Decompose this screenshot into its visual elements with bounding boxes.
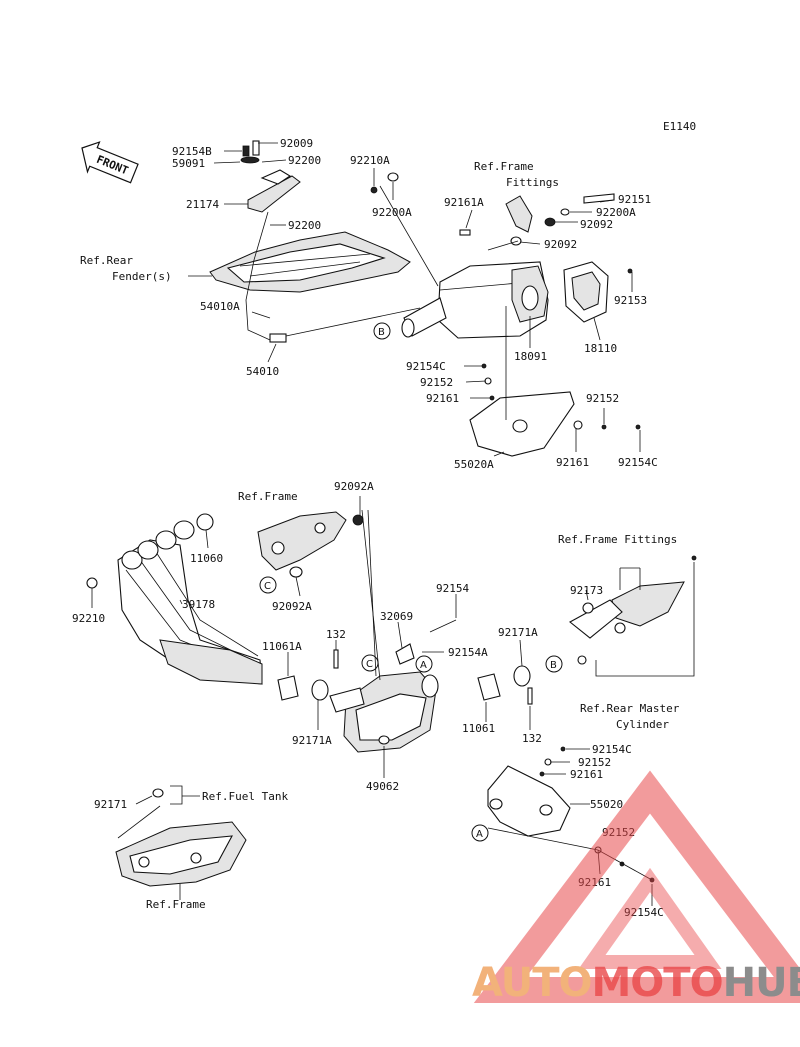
label-92210: 92210 xyxy=(72,612,105,625)
label-92092: 92092 xyxy=(544,238,577,251)
label-92092: 92092 xyxy=(580,218,613,231)
diagram-id: E1140 xyxy=(663,120,696,133)
callout-b-top: B xyxy=(373,322,391,340)
label-92154: 92154 xyxy=(436,582,469,595)
fuel-tank-bracket xyxy=(115,785,247,887)
exhaust-header-pipes xyxy=(86,513,263,685)
label-11060: 11060 xyxy=(190,552,223,565)
label-49062: 49062 xyxy=(366,780,399,793)
label-92161: 92161 xyxy=(570,768,603,781)
front-arrow-icon: FRONT xyxy=(81,141,139,184)
label-ref-fuel-tank: Ref.Fuel Tank xyxy=(202,790,288,803)
watermark-moto: MOTO xyxy=(592,960,723,1006)
watermark-logo: AUTOMOTOHUB xyxy=(472,770,800,1006)
watermark-hub: HUB xyxy=(723,960,800,1006)
label-ref-frame-fittings: Ref.Frame Fittings xyxy=(558,533,677,546)
label-92200: 92200 xyxy=(288,154,321,167)
callout-a-mid: A xyxy=(415,655,433,673)
label-ref-rear-fender: Fender(s) xyxy=(112,270,172,283)
svg-text:B: B xyxy=(378,327,385,338)
label-92154C: 92154C xyxy=(406,360,446,373)
svg-text:C: C xyxy=(264,581,271,592)
watermark-text: AUTOMOTOHUB xyxy=(472,960,800,1006)
label-11061: 11061 xyxy=(462,722,495,735)
label-92171A: 92171A xyxy=(498,626,538,639)
label-92200A: 92200A xyxy=(596,206,636,219)
leader-lines xyxy=(91,142,653,906)
label-92210A: 92210A xyxy=(350,154,390,167)
label-54010A: 54010A xyxy=(200,300,240,313)
label-92152: 92152 xyxy=(578,756,611,769)
label-92009: 92009 xyxy=(280,137,313,150)
label-55020: 55020 xyxy=(590,798,623,811)
label-132: 132 xyxy=(522,732,542,745)
label-92161A: 92161A xyxy=(444,196,484,209)
svg-text:A: A xyxy=(420,660,427,671)
svg-text:C: C xyxy=(366,659,373,670)
watermark-auto: AUTO xyxy=(472,960,592,1006)
label-92200A: 92200A xyxy=(372,206,412,219)
label-92173: 92173 xyxy=(570,584,603,597)
label-92161: 92161 xyxy=(426,392,459,405)
label-32069: 32069 xyxy=(380,610,413,623)
label-92152: 92152 xyxy=(586,392,619,405)
svg-text:A: A xyxy=(476,829,483,840)
label-92154C: 92154C xyxy=(592,743,632,756)
label-39178: 39178 xyxy=(182,598,215,611)
label-92092A: 92092A xyxy=(272,600,312,613)
callout-a-bottom: A xyxy=(471,824,489,842)
label-132: 132 xyxy=(326,628,346,641)
label-92200: 92200 xyxy=(288,219,321,232)
label-92152: 92152 xyxy=(420,376,453,389)
callout-c-left: C xyxy=(259,576,277,594)
pre-chamber xyxy=(277,619,533,753)
label-ref-rear-fender: Ref.Rear xyxy=(80,254,133,267)
label-ref-rear-master-cylinder: Cylinder xyxy=(616,718,669,731)
label-ref-frame-fittings: Ref.Frame xyxy=(474,160,534,173)
frame-bracket-mid xyxy=(257,511,364,578)
label-92154B: 92154B xyxy=(172,145,212,158)
label-59091: 59091 xyxy=(172,157,205,170)
rear-fender-bracket xyxy=(209,140,421,343)
frame-fittings-right xyxy=(569,555,697,677)
part-labels: 92154B 92009 59091 92200 21174 92200 922… xyxy=(72,137,680,919)
label-18091: 18091 xyxy=(514,350,547,363)
svg-text:B: B xyxy=(550,660,557,671)
callout-b-mid: B xyxy=(545,655,563,673)
label-92171A: 92171A xyxy=(292,734,332,747)
label-92154C: 92154C xyxy=(624,906,664,919)
label-21174: 21174 xyxy=(186,198,219,211)
label-ref-frame: Ref.Frame xyxy=(146,898,206,911)
silencer-assembly xyxy=(370,172,641,457)
label-54010: 54010 xyxy=(246,365,279,378)
label-92154A: 92154A xyxy=(448,646,488,659)
label-18110: 18110 xyxy=(584,342,617,355)
label-ref-frame-fittings: Fittings xyxy=(506,176,559,189)
label-ref-frame: Ref.Frame xyxy=(238,490,298,503)
label-92153: 92153 xyxy=(614,294,647,307)
label-92171: 92171 xyxy=(94,798,127,811)
label-ref-rear-master-cylinder: Ref.Rear Master xyxy=(580,702,680,715)
label-11061A: 11061A xyxy=(262,640,302,653)
label-55020A: 55020A xyxy=(454,458,494,471)
label-92092A: 92092A xyxy=(334,480,374,493)
label-92151: 92151 xyxy=(618,193,651,206)
label-92154C: 92154C xyxy=(618,456,658,469)
label-92161: 92161 xyxy=(556,456,589,469)
